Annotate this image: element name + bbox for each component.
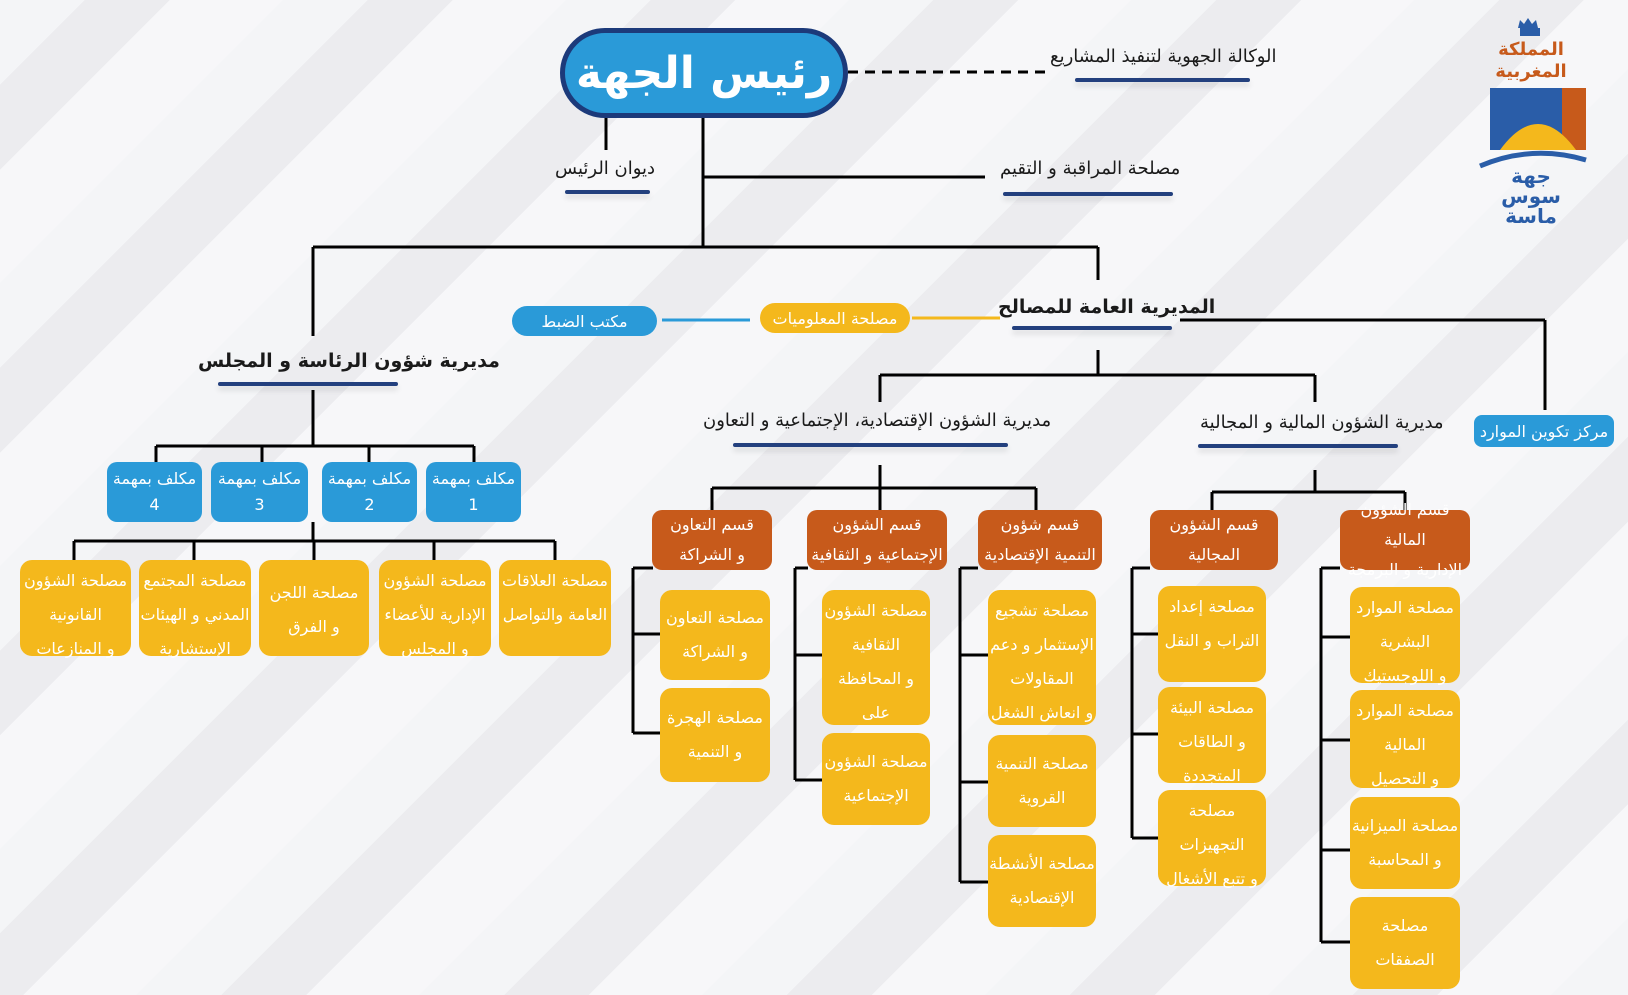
spatial-service-box: مصلحة إعداد التراب و النقل xyxy=(1158,586,1266,682)
mission-box-4: مكلف بمهمة 4 xyxy=(107,462,202,522)
kingdom-name-line2: المغربية xyxy=(1495,61,1567,82)
mission-number: 2 xyxy=(364,495,375,514)
finance-directorate-label: مديرية الشؤون المالية و المجالية xyxy=(1200,412,1444,433)
finance-division-box: قسم الشؤون المالية الإدارية و البرمجة xyxy=(1340,500,1470,579)
region-name-line1: جهة xyxy=(1511,164,1551,188)
mission-label: مكلف بمهمة xyxy=(431,469,516,488)
president-box: رئيس الجهة xyxy=(560,28,848,118)
registry-office-box: مكتب الضبط xyxy=(512,306,657,336)
regional-agency-underline xyxy=(1075,78,1250,82)
finance-service-box: مصلحة الموارد المالية و التحصيل xyxy=(1350,690,1460,788)
region-name-line2: سوس xyxy=(1501,184,1561,208)
kingdom-name-line1: المملكة xyxy=(1498,39,1564,60)
training-center-box: مركز تكوين الموارد xyxy=(1474,415,1614,447)
info-service-box: مصلحة المعلوميات xyxy=(760,303,910,333)
mission-box-1: مكلف بمهمة 1 xyxy=(426,462,521,522)
audit-service-underline xyxy=(1003,192,1173,196)
spatial-service-box: مصلحة التجهيزات و تتبع الأشغال xyxy=(1158,790,1266,888)
sun-sea-emblem-icon xyxy=(1479,88,1587,169)
mission-label: مكلف بمهمة xyxy=(327,469,412,488)
finance-division-box: قسم الشؤون المجالية xyxy=(1150,510,1278,570)
finance-directorate-underline xyxy=(1198,444,1398,448)
presidency-service-box: مصلحة الشؤون الإدارية للأعضاء و المجلس xyxy=(379,560,491,658)
presidency-directorate-label: مديرية شؤون الرئاسة و المجلس xyxy=(198,350,500,372)
presidency-service-box: مصلحة العلاقات العامة والتواصل xyxy=(499,560,611,656)
presidency-service-box: مصلحة اللجن و الفرق xyxy=(259,560,369,656)
cabinet-underline xyxy=(565,190,650,194)
presidency-directorate-underline xyxy=(218,382,398,386)
econ-division-box: قسم شؤون التنمية الإقتصادية xyxy=(978,510,1102,570)
econ-directorate-label: مديرية الشؤون الإقتصادية، الإجتماعية و ا… xyxy=(703,410,1052,431)
econ-service-box: مصلحة الأنشطة الإقتصادية xyxy=(988,835,1096,927)
mission-box-3: مكلف بمهمة 3 xyxy=(211,462,308,522)
mission-box-2: مكلف بمهمة 2 xyxy=(322,462,417,522)
coop-service-box: مصلحة الهجرة و التنمية xyxy=(660,688,770,782)
social-service-box: مصلحة الشؤون الثقافية و المحافظة على الث… xyxy=(822,590,930,756)
econ-division-box: قسم التعاون و الشراكة xyxy=(652,510,772,570)
mission-number: 3 xyxy=(254,495,265,514)
finance-service-box: مصلحة الميزانية و المحاسبة xyxy=(1350,797,1460,889)
dgs-underline xyxy=(1012,326,1172,330)
econ-directorate-underline xyxy=(733,443,1008,447)
audit-service-label: مصلحة المراقبة و التقيم xyxy=(1000,158,1181,179)
spatial-service-box: مصلحة البيئة و الطاقات المتجددة xyxy=(1158,687,1266,785)
finance-service-box: مصلحة الصفقات xyxy=(1350,897,1460,989)
presidency-service-box: مصلحة المجتمع المدني و الهيئات الإستشاري… xyxy=(139,560,251,658)
mission-label: مكلف بمهمة xyxy=(217,469,302,488)
econ-service-box: مصلحة تشجيع الإستثمار و دعم المقاولات و … xyxy=(988,590,1096,725)
region-name-line3: ماسة xyxy=(1505,204,1557,228)
finance-service-box: مصلحة الموارد البشرية و اللوجستيك xyxy=(1350,587,1460,685)
econ-division-box: قسم الشؤون الإجتماعية و الثقافية xyxy=(807,510,947,570)
mission-number: 1 xyxy=(468,495,479,514)
mission-number: 4 xyxy=(149,495,160,514)
mission-label: مكلف بمهمة xyxy=(112,469,197,488)
presidency-service-box: مصلحة الشؤون القانونية و المنازعات xyxy=(20,560,131,658)
regional-agency-label: الوكالة الجهوية لتنفيذ المشاريع xyxy=(1050,46,1277,67)
crown-icon xyxy=(1518,18,1540,36)
social-service-box: مصلحة الشؤون الإجتماعية xyxy=(822,733,930,825)
region-logo: المملكة المغربية جهة سوس ماسة xyxy=(1462,18,1602,228)
econ-service-box: مصلحة التنمية القروية xyxy=(988,735,1096,827)
coop-service-box: مصلحة التعاون و الشراكة xyxy=(660,590,770,680)
cabinet-label: ديوان الرئيس xyxy=(555,158,656,179)
dgs-label: المديرية العامة للمصالح xyxy=(998,296,1216,318)
